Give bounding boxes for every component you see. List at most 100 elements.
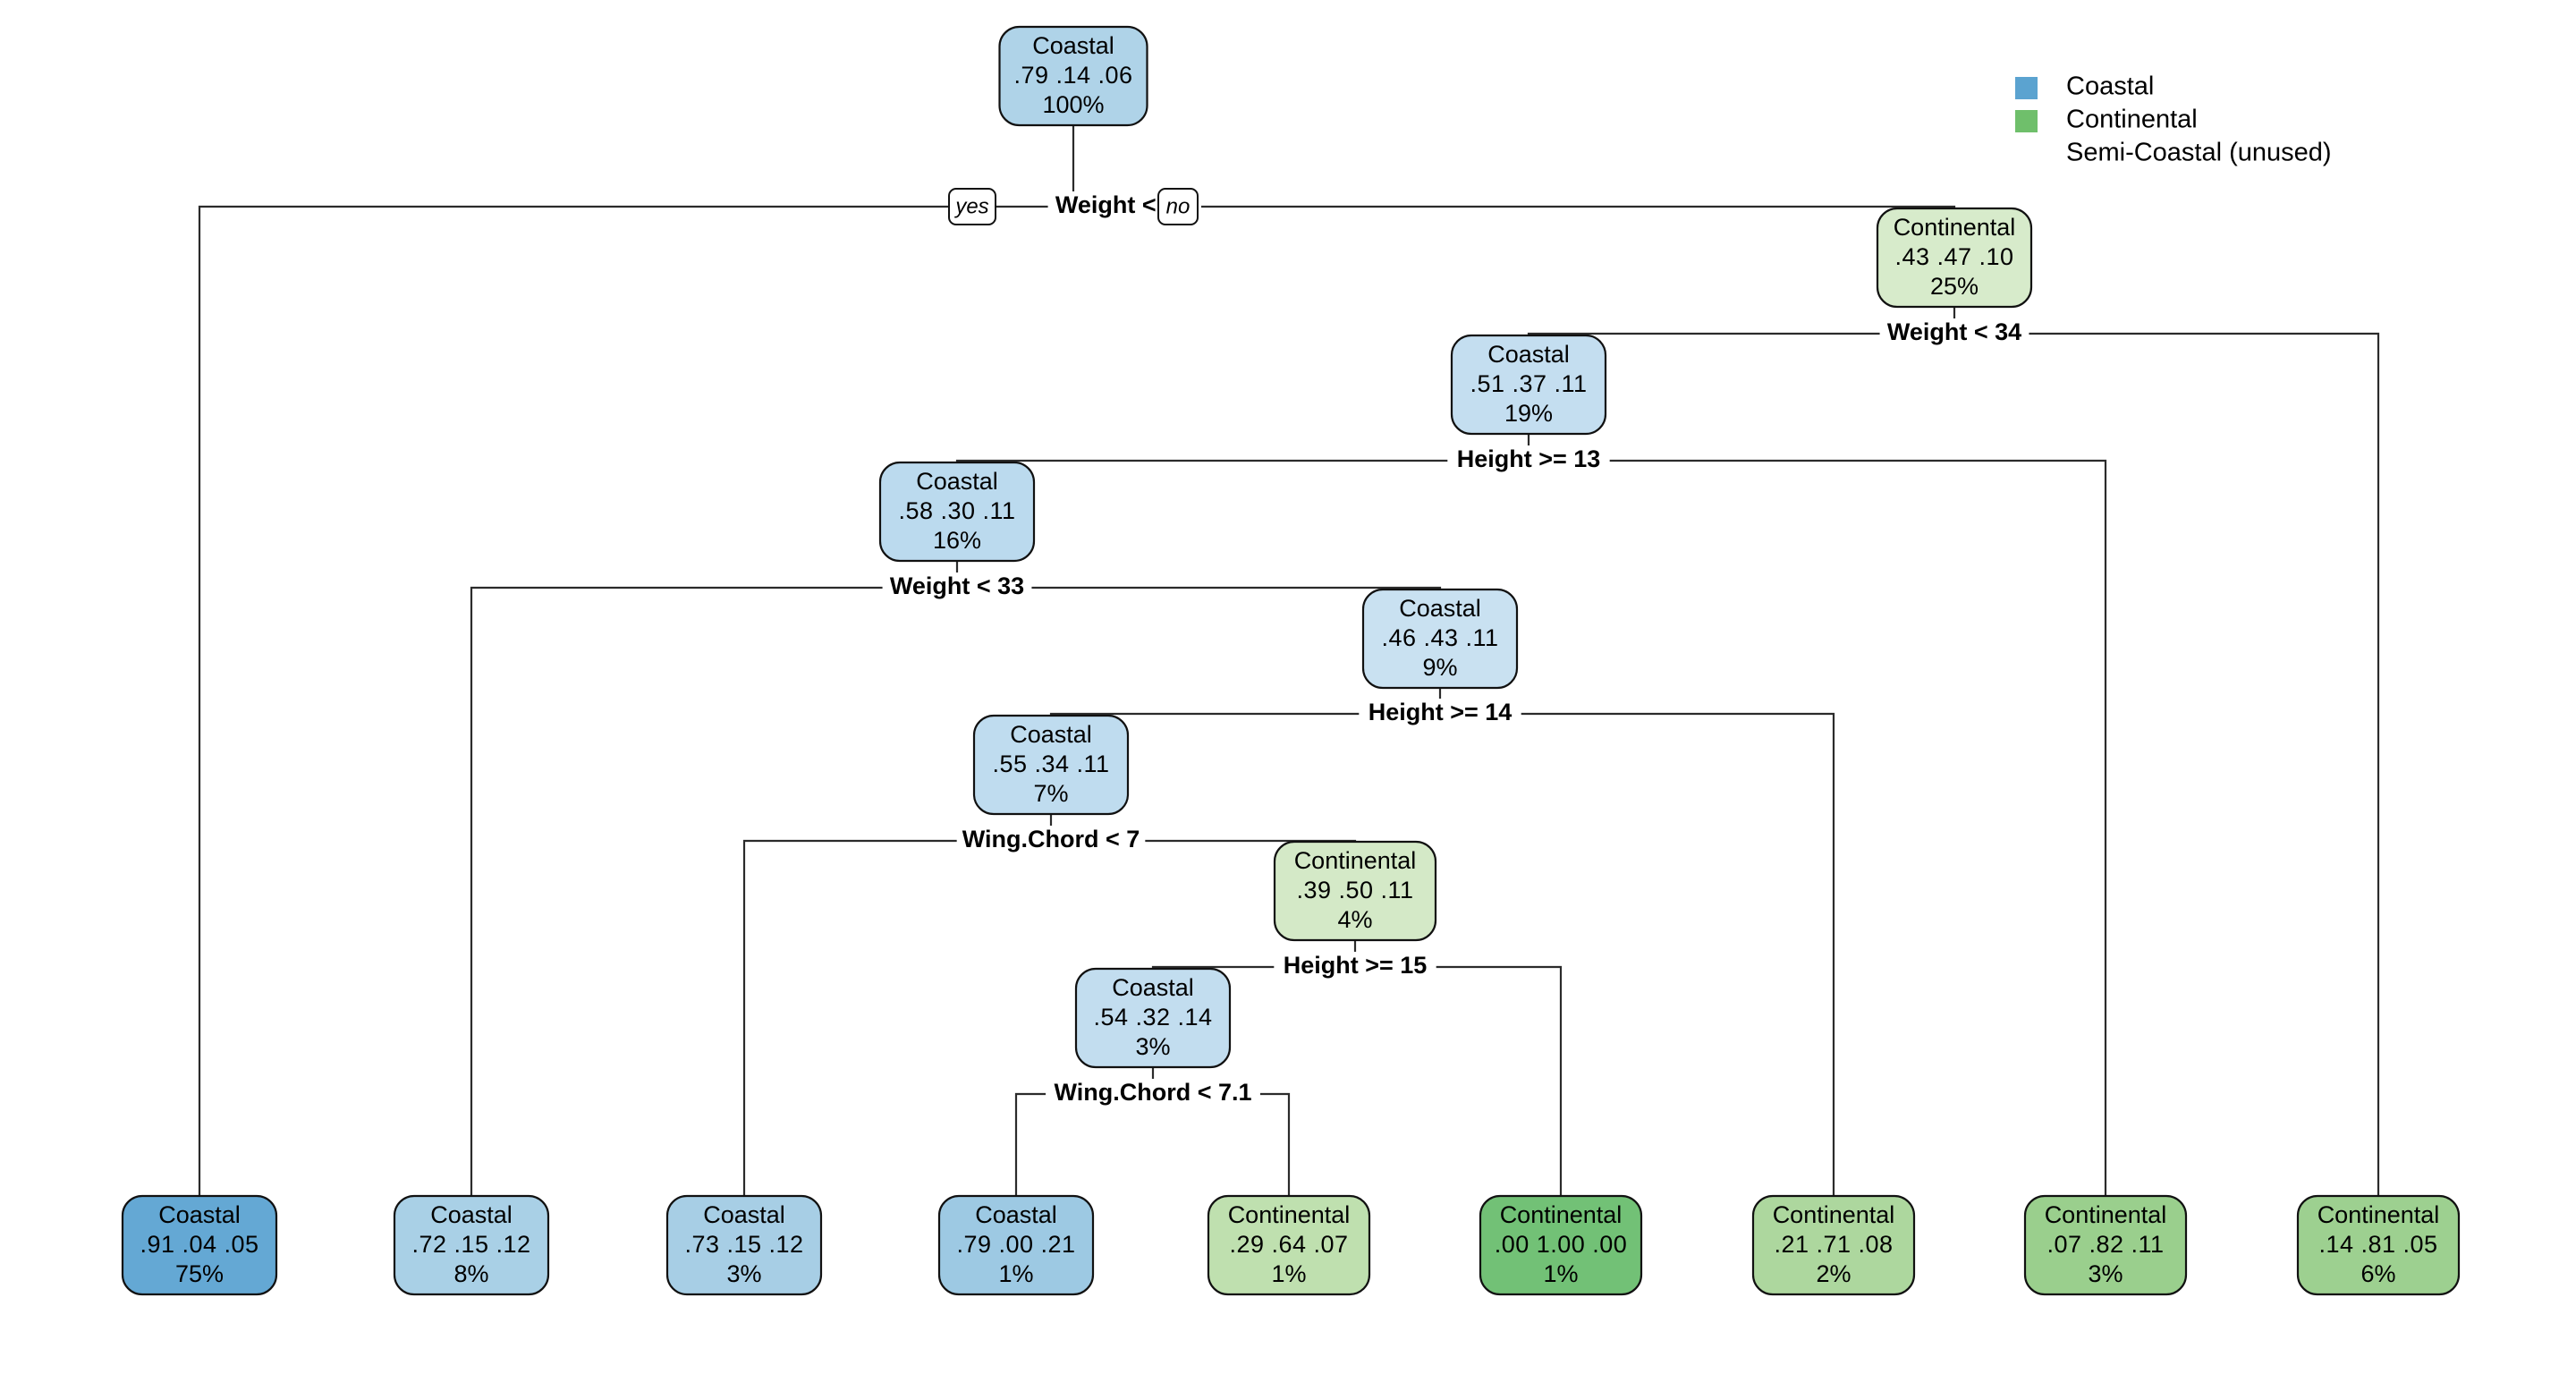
- node-percentage: 19%: [1504, 400, 1553, 427]
- tree-links-layer: [198, 125, 2380, 1196]
- leaf-node: Continental.07 .82 .113%: [2023, 1194, 2188, 1296]
- node-box: [393, 1194, 550, 1296]
- leaf-node: Continental.14 .81 .056%: [2296, 1194, 2461, 1296]
- node-class-label: Coastal: [1112, 974, 1194, 1001]
- node-probabilities: .79 .14 .06: [1013, 62, 1132, 89]
- node-probabilities: .51 .37 .11: [1470, 370, 1587, 397]
- node-class-label: Continental: [1894, 214, 2016, 241]
- node-box: [998, 25, 1148, 127]
- branch-yes-line: [1014, 1092, 1046, 1196]
- legend-label-coastal: Coastal: [2066, 72, 2154, 101]
- node-probabilities: .91 .04 .05: [140, 1231, 258, 1258]
- yes-branch-box: [948, 188, 996, 225]
- node-box: [972, 714, 1130, 816]
- branch-yes-line: [470, 586, 883, 1196]
- node-box: [665, 1194, 823, 1296]
- branch-yes-line: [198, 205, 949, 1196]
- node-percentage: 1%: [1271, 1260, 1306, 1287]
- split-condition-text: Weight < 34: [1887, 318, 2021, 345]
- legend-swatch-continental: [2015, 110, 2038, 132]
- split-label-s7[interactable]: Height >= 15: [1274, 952, 1436, 982]
- no-branch-text: no: [1166, 194, 1191, 218]
- leaf-node: Coastal.79 .00 .211%: [937, 1194, 1095, 1296]
- node-box: [2023, 1194, 2188, 1296]
- branch-yes-line: [955, 459, 1448, 462]
- node-probabilities: .72 .15 .12: [411, 1231, 530, 1258]
- node-percentage: 9%: [1422, 654, 1457, 681]
- split-label-s4[interactable]: Weight < 33: [882, 572, 1032, 603]
- node-percentage: 1%: [998, 1260, 1033, 1287]
- node-box: [1074, 967, 1232, 1069]
- node-class-label: Coastal: [430, 1201, 513, 1228]
- leaf-node: Continental .21 .71 .082%: [1751, 1194, 1916, 1296]
- node-probabilities: .39 .50 .11: [1296, 877, 1413, 903]
- node-probabilities: .29 .64 .07: [1229, 1231, 1348, 1258]
- branch-no-line: [2029, 332, 2380, 1196]
- node-box: [1450, 334, 1607, 436]
- node-box: [1751, 1194, 1916, 1296]
- node-probabilities: .79 .00 .21: [956, 1231, 1075, 1258]
- branch-no-line: [1259, 1092, 1291, 1196]
- split-label-backdrop: [956, 826, 1146, 856]
- split-condition-text: Wing.Chord < 7: [962, 826, 1140, 852]
- split-label-s5[interactable]: Height >= 14: [1359, 699, 1521, 729]
- split-label-backdrop: [1359, 699, 1521, 729]
- split-condition-text: Height >= 13: [1457, 445, 1601, 472]
- node-probabilities: .73 .15 .12: [684, 1231, 803, 1258]
- yes-branch-text: yes: [953, 194, 988, 218]
- branch-no-line: [1609, 459, 2107, 1196]
- split-label-backdrop: [1046, 1079, 1260, 1109]
- node-box: [1876, 207, 2033, 309]
- node-percentage: 2%: [1816, 1260, 1851, 1287]
- node-percentage: 3%: [1135, 1033, 1170, 1060]
- legend-label-continental: Continental: [2066, 106, 2198, 134]
- split-label-s6[interactable]: Wing.Chord < 7: [956, 826, 1146, 856]
- node-class-label: Continental: [1500, 1201, 1623, 1228]
- split-label-backdrop: [1447, 445, 1610, 476]
- split-condition-text: Height >= 14: [1368, 699, 1513, 725]
- node-box: [1361, 588, 1519, 690]
- split-condition-text: Height >= 15: [1284, 952, 1428, 979]
- split-label-s3[interactable]: Height >= 13: [1447, 445, 1610, 476]
- node-class-label: Continental: [2045, 1201, 2167, 1228]
- no-branch-box: [1157, 188, 1199, 225]
- branch-no-line: [1201, 205, 1956, 208]
- internal-node: Continental.39 .50 .114%: [1273, 840, 1437, 942]
- yes-branch-label[interactable]: yes: [948, 188, 996, 225]
- branch-no-line: [1521, 712, 1835, 1196]
- node-box: [878, 461, 1036, 563]
- node-probabilities: .54 .32 .14: [1093, 1004, 1212, 1030]
- no-branch-label[interactable]: no: [1157, 188, 1199, 225]
- split-label-s8[interactable]: Wing.Chord < 7.1: [1046, 1079, 1260, 1109]
- legend-label-semi-coastal-unused-: Semi-Coastal (unused): [2066, 139, 2332, 167]
- internal-node: Coastal.55 .34 .117%: [972, 714, 1130, 816]
- leaf-node: Continental.00 1.00 .001%: [1479, 1194, 1643, 1296]
- split-condition-text: Wing.Chord < 7.1: [1054, 1079, 1251, 1106]
- node-percentage: 3%: [726, 1260, 761, 1287]
- node-class-label: Coastal: [1032, 32, 1114, 59]
- node-probabilities: .55 .34 .11: [992, 751, 1109, 777]
- node-probabilities: .21 .71 .08: [1774, 1231, 1893, 1258]
- internal-node: Coastal .54 .32 .14 3%: [1074, 967, 1232, 1069]
- node-percentage: 4%: [1337, 906, 1372, 933]
- leaf-node: Continental .29 .64 .071%: [1207, 1194, 1371, 1296]
- node-percentage: 16%: [933, 527, 981, 554]
- legend-swatch-coastal: [2015, 77, 2038, 99]
- node-percentage: 7%: [1033, 780, 1068, 807]
- node-class-label: Coastal: [703, 1201, 785, 1228]
- node-probabilities: .43 .47 .10: [1894, 243, 2013, 270]
- node-probabilities: .14 .81 .05: [2318, 1231, 2437, 1258]
- node-class-label: Continental: [1228, 1201, 1351, 1228]
- split-label-s2[interactable]: Weight < 34: [1879, 318, 2029, 349]
- node-box: [1273, 840, 1437, 942]
- node-class-label: Continental: [1773, 1201, 1895, 1228]
- branch-no-line: [1436, 965, 1563, 1196]
